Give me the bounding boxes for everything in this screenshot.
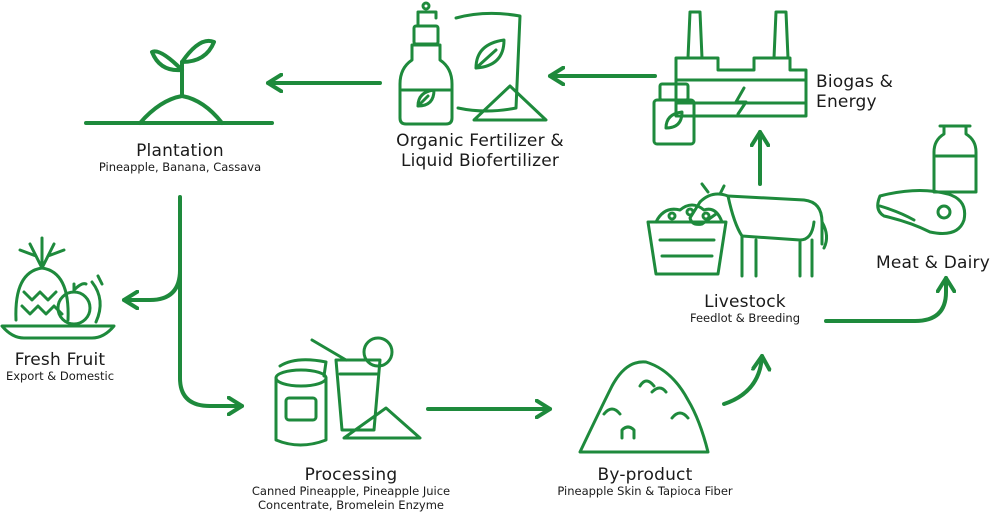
connectors	[122, 76, 946, 409]
sprout-icon	[84, 39, 274, 125]
fiber-pile-icon	[578, 360, 710, 454]
biogas-title-line1: Biogas &	[816, 72, 894, 92]
power-plant-icon	[652, 10, 808, 146]
arrow-livestock-to-meat-dairy	[824, 276, 946, 323]
cow-icon	[646, 182, 829, 278]
byproduct-title: By-product	[597, 465, 693, 485]
fruit-basket-icon	[0, 236, 116, 340]
processing-subtitle-line1: Canned Pineapple, Pineapple Juice	[251, 484, 451, 499]
livestock-label: Livestock Feedlot & Breeding	[660, 292, 830, 326]
meat-dairy-label: Meat & Dairy	[868, 253, 998, 273]
biogas-label: Biogas & Energy	[816, 72, 936, 112]
livestock-subtitle: Feedlot & Breeding	[689, 311, 801, 326]
meat-dairy-title: Meat & Dairy	[876, 253, 990, 273]
plantation-title: Plantation	[136, 141, 224, 161]
arrow-byproduct-to-livestock	[722, 354, 762, 406]
can-juice-icon	[274, 336, 422, 447]
fresh-fruit-title: Fresh Fruit	[14, 350, 106, 370]
processing-title: Processing	[304, 465, 398, 485]
meat-milk-icon	[876, 124, 978, 235]
fertilizer-bottle-bag-icon	[398, 1, 548, 126]
fresh-fruit-label: Fresh Fruit Export & Domestic	[0, 350, 120, 384]
arrow-plantation-to-fresh-fruit	[122, 195, 182, 300]
byproduct-subtitle: Pineapple Skin & Tapioca Fiber	[557, 484, 733, 499]
fertilizer-label: Organic Fertilizer & Liquid Biofertilize…	[360, 131, 600, 171]
processing-label: Processing Canned Pineapple, Pineapple J…	[216, 465, 486, 512]
fresh-fruit-subtitle: Export & Domestic	[5, 369, 115, 384]
biogas-title-line2: Energy	[816, 92, 877, 113]
arrow-plantation-to-processing	[178, 268, 244, 406]
livestock-title: Livestock	[704, 292, 786, 312]
fertilizer-title-line1: Organic Fertilizer &	[396, 131, 564, 151]
processing-subtitle-line2: Concentrate, Bromelein Enzyme	[258, 497, 444, 512]
plantation-label: Plantation Pineapple, Banana, Cassava	[60, 141, 300, 175]
plantation-subtitle: Pineapple, Banana, Cassava	[98, 160, 262, 175]
fertilizer-title-line2: Liquid Biofertilizer	[400, 151, 560, 172]
byproduct-label: By-product Pineapple Skin & Tapioca Fibe…	[510, 465, 780, 499]
